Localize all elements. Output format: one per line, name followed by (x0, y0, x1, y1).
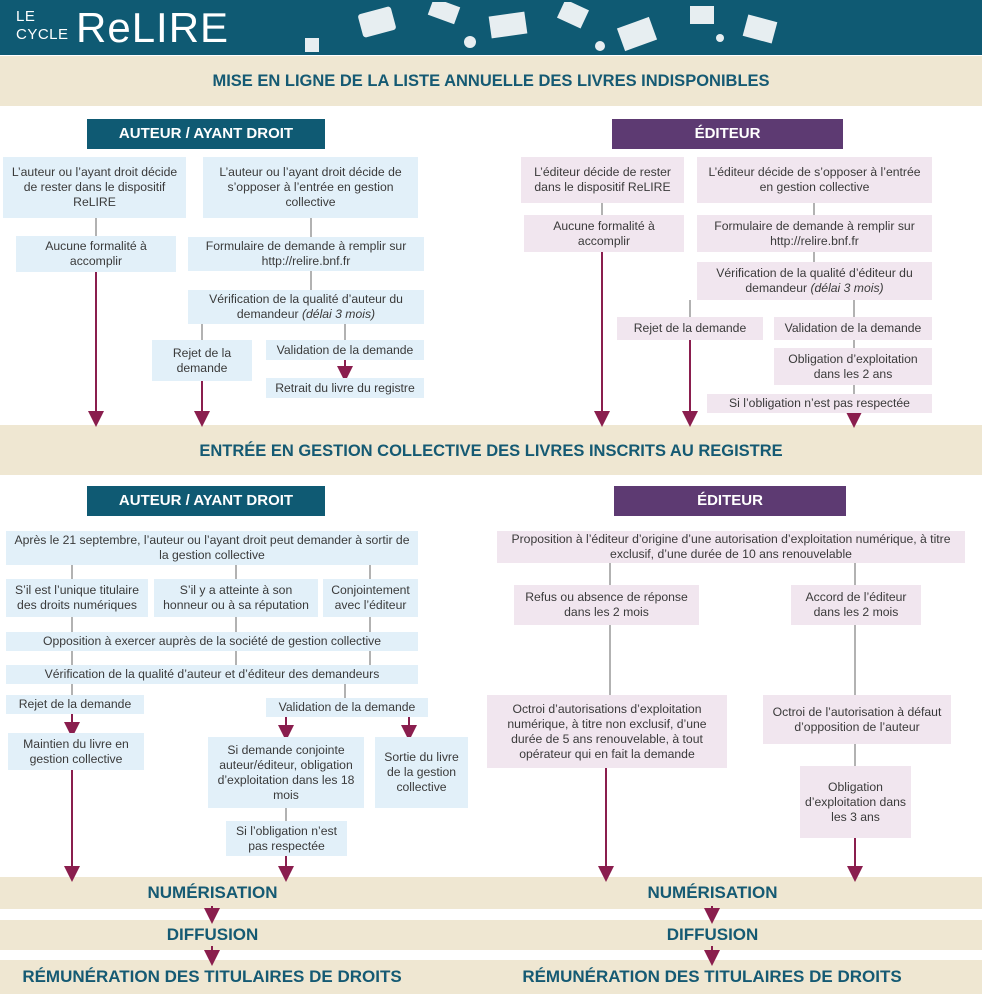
step-diffusion-editor: DIFFUSION (666, 925, 759, 944)
s1-editor-not-respected: Si l’obligation n’est pas respectée (707, 394, 932, 413)
s1-author-oppose: L’auteur ou l’ayant droit décide de s’op… (203, 157, 418, 218)
logo-relire: ReLIRE (76, 4, 230, 51)
s2-author-validate: Validation de la demande (266, 698, 428, 717)
s2-author-joint-obligation: Si demande conjointe auteur/éditeur, obl… (208, 737, 364, 808)
step-numerisation-author: NUMÉRISATION (147, 883, 278, 902)
s1-author-withdraw: Retrait du livre du registre (266, 378, 424, 398)
band-diffusion (0, 920, 982, 950)
s2-editor-refusal: Refus ou absence de réponse dans les 2 m… (514, 585, 699, 625)
s1-author-verify: Vérification de la qualité d’auteur du d… (188, 290, 424, 324)
s2-editor-grant-nonexclusive: Octroi d’autorisations d’exploitation nu… (487, 695, 727, 768)
s2-editor-grant-default: Octroi de l’autorisation à défaut d’oppo… (763, 695, 951, 744)
s2-author-exit: Sortie du livre de la gestion collective (375, 737, 468, 808)
s2-author-case-joint: Conjointement avec l’éditeur (323, 579, 418, 617)
s1-editor-form: Formulaire de demande à remplir sur http… (697, 215, 932, 252)
s1-editor-validate: Validation de la demande (774, 317, 932, 340)
s1-author-validate: Validation de la demande (266, 340, 424, 360)
section-title-1: MISE EN LIGNE DE LA LISTE ANNUELLE DES L… (212, 72, 770, 90)
band-remuneration (0, 960, 982, 994)
decorative-books-icon (305, 2, 778, 52)
step-remuneration-editor: RÉMUNÉRATION DES TITULAIRES DE DROITS (522, 967, 902, 986)
category-editor-2: ÉDITEUR (614, 486, 846, 516)
s1-author-form: Formulaire de demande à remplir sur http… (188, 237, 424, 271)
s1-author-reject: Rejet de la demande (152, 340, 252, 381)
s1-editor-no-formality: Aucune formalité à accomplir (524, 215, 684, 252)
s2-author-verify: Vérification de la qualité d’auteur et d… (6, 665, 418, 684)
s1-editor-obligation: Obligation d’exploitation dans les 2 ans (774, 348, 932, 385)
category-editor-1: ÉDITEUR (612, 119, 843, 149)
s2-author-case-honour: S’il y a atteinte à son honneur ou à sa … (154, 579, 318, 617)
step-diffusion-author: DIFFUSION (166, 925, 259, 944)
s1-editor-oppose: L’éditeur décide de s’opposer à l’entrée… (697, 157, 932, 203)
s2-editor-proposal: Proposition à l’éditeur d’origine d’une … (497, 531, 965, 563)
s1-editor-reject: Rejet de la demande (617, 317, 763, 340)
s2-author-not-respected: Si l’obligation n’est pas respectée (226, 821, 347, 856)
s1-editor-stay: L’éditeur décide de rester dans le dispo… (521, 157, 684, 203)
category-author-2: AUTEUR / AYANT DROIT (87, 486, 325, 516)
s2-author-opposition: Opposition à exercer auprès de la sociét… (6, 632, 418, 651)
s2-author-after: Après le 21 septembre, l’auteur ou l’aya… (6, 531, 418, 565)
section-band-2: ENTRÉE EN GESTION COLLECTIVE DES LIVRES … (0, 425, 982, 475)
s2-author-case-unique: S’il est l’unique titulaire des droits n… (6, 579, 148, 617)
s2-author-reject: Rejet de la demande (6, 695, 144, 714)
s2-author-maintain: Maintien du livre en gestion collective (8, 733, 144, 770)
category-author-1: AUTEUR / AYANT DROIT (87, 119, 325, 149)
s1-author-stay: L’auteur ou l’ayant droit décide de rest… (3, 157, 186, 218)
step-numerisation-editor: NUMÉRISATION (647, 883, 778, 902)
band-numerisation (0, 877, 982, 909)
step-remuneration-author: RÉMUNÉRATION DES TITULAIRES DE DROITS (22, 967, 402, 986)
s2-editor-obligation: Obligation d’exploitation dans les 3 ans (800, 766, 911, 838)
s1-editor-verify: Vérification de la qualité d’éditeur du … (697, 262, 932, 300)
s1-author-no-formality: Aucune formalité à accomplir (16, 236, 176, 272)
section-title-2: ENTRÉE EN GESTION COLLECTIVE DES LIVRES … (199, 442, 783, 460)
section-band-1: MISE EN LIGNE DE LA LISTE ANNUELLE DES L… (0, 56, 982, 106)
s2-editor-accord: Accord de l’éditeur dans les 2 mois (791, 585, 921, 625)
